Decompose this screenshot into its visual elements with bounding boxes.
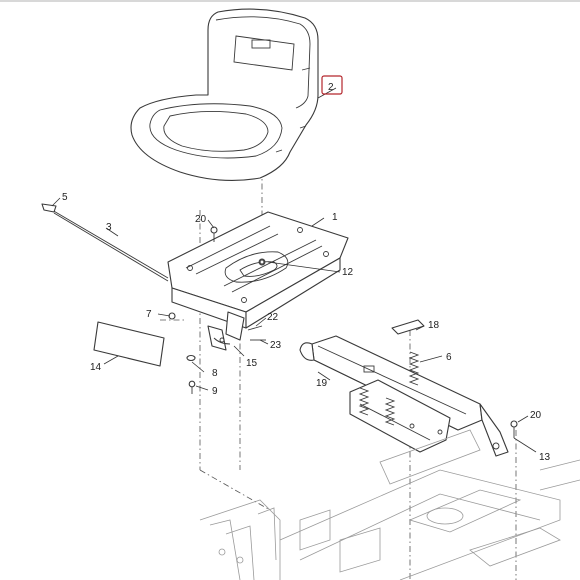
callout-6: 6: [446, 352, 452, 363]
callout-labels: 2 1 3 5 20 12 7 22 23 15 8 9 14 18 6 19 …: [62, 82, 551, 463]
suspension-spring-parts[interactable]: [358, 351, 420, 426]
seat-pan-part[interactable]: [167, 211, 349, 329]
hardware-parts[interactable]: [168, 226, 518, 438]
callout-22: 22: [267, 312, 279, 323]
callout-leaders: [51, 87, 537, 453]
callout-12: 12: [342, 267, 354, 278]
pan-bracket-part[interactable]: [207, 311, 245, 351]
callout-14: 14: [90, 362, 102, 373]
callout-9: 9: [212, 386, 218, 397]
callout-20-left: 20: [195, 214, 207, 225]
release-rod-part[interactable]: [41, 203, 169, 282]
callout-19: 19: [316, 378, 328, 389]
spacer-plate-part[interactable]: [93, 321, 165, 367]
callout-1: 1: [332, 212, 338, 223]
callout-20-right: 20: [530, 410, 542, 421]
seat-slide-rail-part[interactable]: [299, 335, 509, 457]
callout-3: 3: [106, 222, 112, 233]
seat-part[interactable]: [130, 8, 319, 181]
callout-13: 13: [539, 452, 551, 463]
callout-23: 23: [270, 340, 282, 351]
callout-highlight-box: [321, 75, 343, 95]
callout-5: 5: [62, 192, 68, 203]
callout-18: 18: [428, 320, 440, 331]
page-top-rule: [0, 0, 580, 2]
callout-2: 2: [328, 82, 334, 93]
bumper-pad-part[interactable]: [391, 319, 425, 335]
callout-8: 8: [212, 368, 218, 379]
callout-15: 15: [246, 358, 258, 369]
callout-7: 7: [146, 309, 152, 320]
mower-frame: [199, 429, 580, 580]
